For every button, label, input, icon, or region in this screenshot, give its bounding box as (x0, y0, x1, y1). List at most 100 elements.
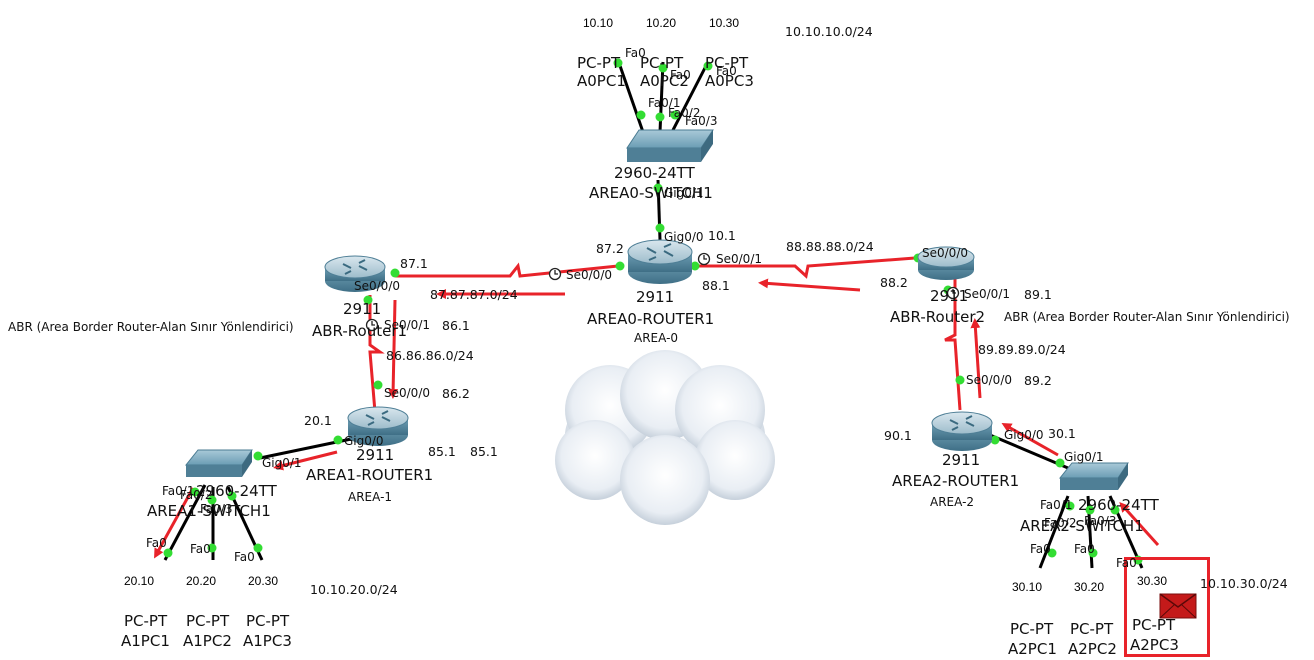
pc-model-label: PC-PT (640, 54, 684, 72)
pc-screen-label: 30.30 (1137, 574, 1168, 588)
envelope-icon[interactable] (1159, 593, 1197, 619)
selection-box (1124, 557, 1210, 657)
switch-icon-area0[interactable] (626, 129, 714, 162)
port-label: Se0/0/0 (384, 386, 430, 400)
area-label: AREA-2 (930, 495, 975, 509)
router-model-label: 2911 (356, 446, 395, 464)
port-label: Fa0/1 (1040, 498, 1073, 512)
port-dot (207, 495, 217, 505)
port-label: Fa0 (1116, 556, 1137, 570)
area-label: AREA-0 (634, 331, 679, 345)
abr-note: ABR (Area Border Router-Alan Sınır Yönle… (8, 320, 294, 334)
port-dot (653, 183, 663, 193)
pc-name-label: A1PC1 (121, 632, 170, 650)
switch-name-label: AREA0-SWITCH1 (589, 184, 713, 202)
port-label: Fa0/1 (162, 484, 195, 498)
switch-icon-area1[interactable] (184, 449, 253, 477)
arrow-to-area1-router (388, 299, 399, 399)
router-icon-area0[interactable] (627, 239, 693, 284)
network-label: 10.10.30.0/24 (1200, 576, 1288, 591)
link-a2router-sw (989, 433, 1069, 470)
router-model-label: 2911 (343, 300, 382, 318)
router-icon-area1[interactable] (347, 406, 409, 446)
port-label: Se0/0/1 (716, 252, 762, 266)
router-model-label: 2911 (636, 288, 675, 306)
pc-model-label: PC-PT (705, 54, 749, 72)
port-label: Fa0 (234, 550, 255, 564)
router-icon-area2[interactable] (931, 411, 993, 451)
switch-icon-area2[interactable] (1058, 462, 1129, 490)
router-icon-abr2[interactable] (917, 246, 975, 280)
network-label: 89.89.89.0/24 (978, 342, 1066, 357)
port-dot (373, 380, 383, 390)
port-label: Fa0/3 (1084, 514, 1117, 528)
port-dot (333, 435, 343, 445)
port-label: Gig0/0 (664, 230, 704, 244)
network-label: 10.10.10.0/24 (785, 24, 873, 39)
router-name-label: AREA2-ROUTER1 (892, 472, 1020, 490)
port-dot (703, 61, 713, 71)
switch-model-label: 2960-24TT (196, 482, 277, 500)
router-icon-abr1[interactable] (324, 255, 386, 292)
ip-label: 90.1 (884, 428, 912, 443)
port-label: Fa0 (146, 536, 167, 550)
port-label: Fa0 (716, 64, 737, 78)
pc-screen-label: 10.20 (646, 16, 677, 30)
switch-model-label: 2960-24TT (1078, 496, 1159, 514)
port-dot (363, 295, 373, 305)
pc-name-label: A2PC2 (1068, 640, 1117, 658)
cloud-icon (555, 350, 775, 525)
pc-model-label: PC-PT (1070, 620, 1114, 638)
ip-label: 86.2 (442, 386, 470, 401)
pc-screen-label: 20.20 (186, 574, 217, 588)
router-name-label: AREA0-ROUTER1 (587, 310, 715, 328)
ip-label: 88.2 (880, 275, 908, 290)
port-dot (658, 63, 668, 73)
pc-name-label: A0PC3 (705, 72, 754, 90)
switch-name-label: AREA2-SWITCH1 (1020, 517, 1144, 535)
pc-name-label: A2PC3 (1130, 636, 1179, 654)
port-dot (655, 223, 665, 233)
port-dot (955, 375, 965, 385)
port-dot (655, 112, 665, 122)
port-label: Fa0 (670, 68, 691, 82)
port-dot (990, 435, 1000, 445)
serial-link-area0-abr2 (690, 256, 916, 279)
link-a0pc1-sw (616, 59, 645, 133)
port-label: Fa0 (625, 46, 646, 60)
pc-screen-label: 30.20 (1074, 580, 1105, 594)
pc-name-label: A1PC2 (183, 632, 232, 650)
abr-note: ABR (Area Border Router-Alan Sınır Yönle… (1004, 310, 1290, 324)
port-dot (615, 261, 625, 271)
port-label: Fa0/3 (200, 502, 233, 516)
link-a2sw-pc1 (1038, 495, 1070, 569)
port-label: Gig0/0 (344, 434, 384, 448)
clock-icon (697, 252, 711, 266)
arrow-to-a1pc1 (154, 487, 195, 559)
port-dot (1055, 458, 1065, 468)
port-dot (227, 491, 237, 501)
pc-screen-label: 30.10 (1012, 580, 1043, 594)
ip-label: 88.1 (702, 278, 730, 293)
clock-icon (946, 286, 960, 300)
port-dot (390, 268, 400, 278)
serial-link-abr2-area2 (944, 275, 962, 411)
port-label: Gig0/0 (1004, 428, 1044, 442)
arrow-to-abr2 (970, 318, 982, 399)
pc-name-label: A2PC1 (1008, 640, 1057, 658)
pc-name-label: A1PC3 (243, 632, 292, 650)
port-label: Se0/0/1 (964, 287, 1010, 301)
ip-label: 20.1 (304, 413, 332, 428)
router-model-label: 2911 (930, 287, 969, 305)
router-name-label: AREA1-ROUTER1 (306, 466, 434, 484)
pc-model-label: PC-PT (246, 612, 290, 630)
port-label: Fa0/3 (685, 114, 718, 128)
port-label: Se0/0/1 (384, 318, 430, 332)
ip-label: 10.1 (708, 228, 736, 243)
pc-model-label: PC-PT (124, 612, 168, 630)
link-a0pc3-sw (670, 61, 710, 133)
arrow-to-area0-router (758, 278, 861, 292)
pc-model-label: PC-PT (1132, 616, 1176, 634)
network-label: 10.10.20.0/24 (310, 582, 398, 597)
